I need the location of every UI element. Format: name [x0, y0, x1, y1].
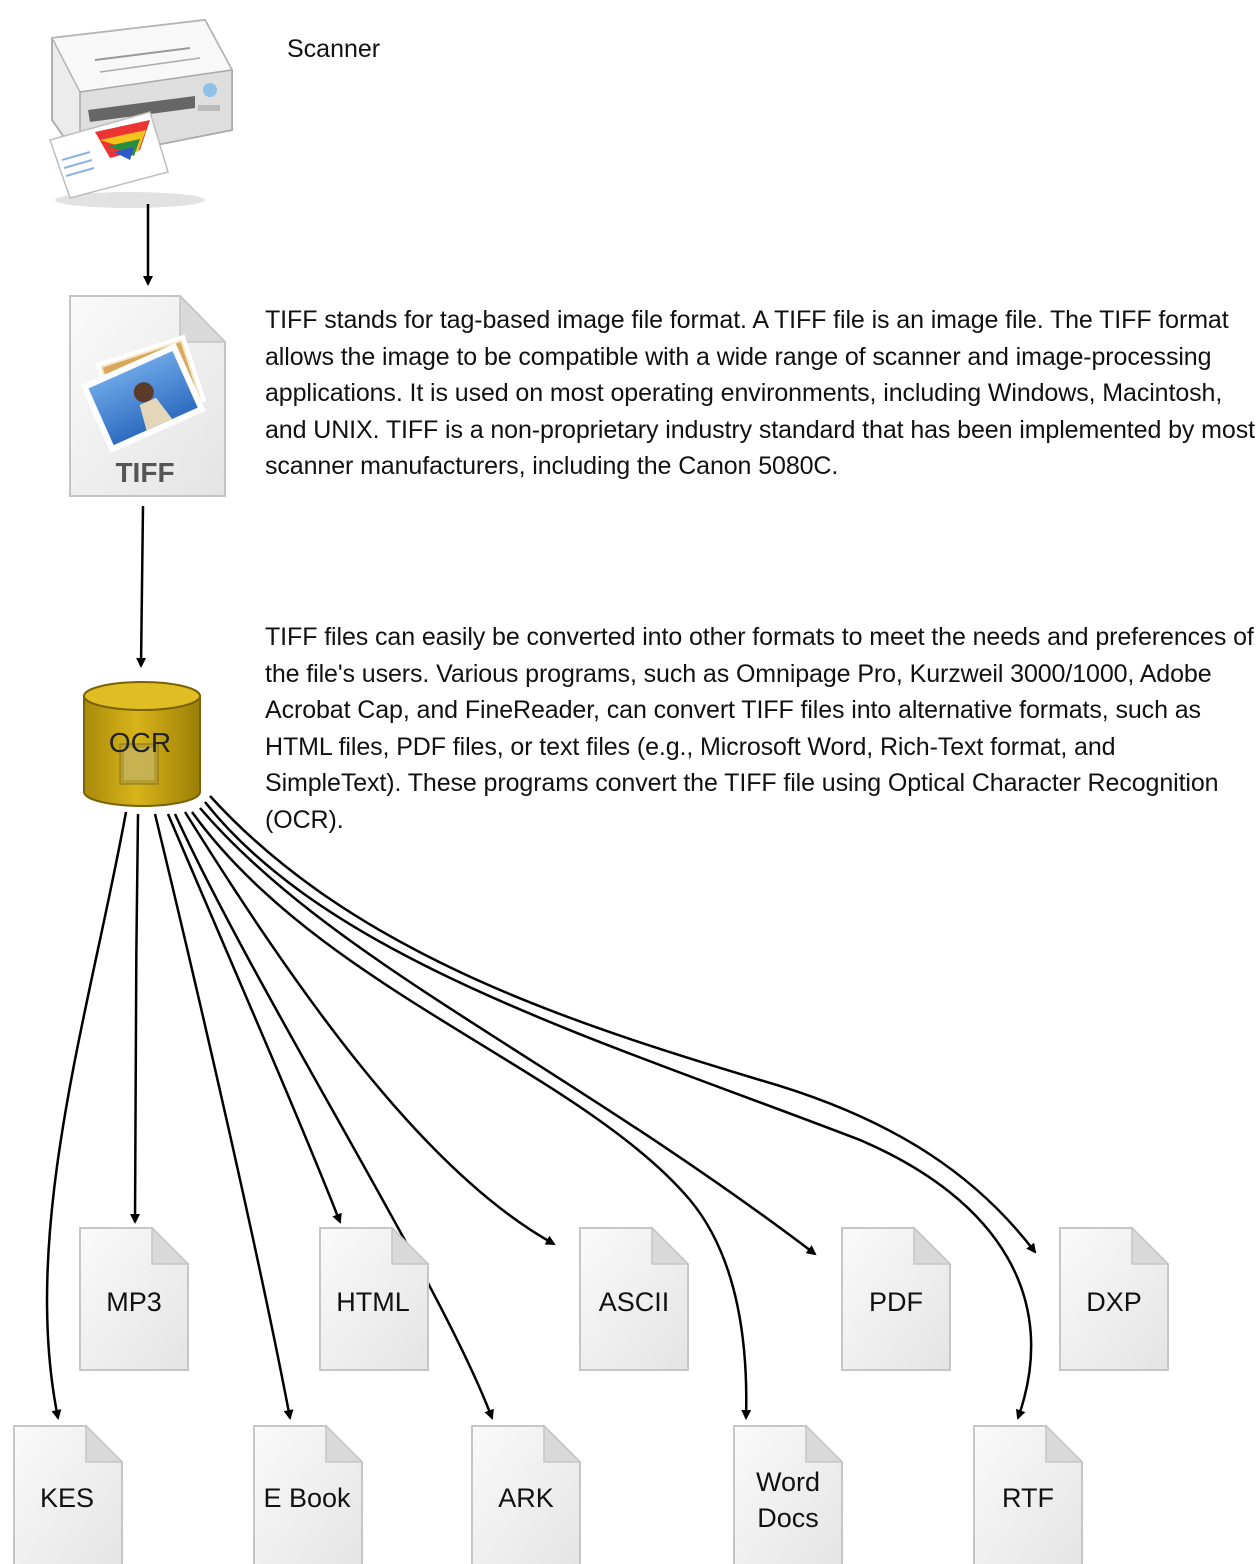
ocr-label: OCR [109, 727, 171, 758]
arrow-to-html [166, 813, 342, 1224]
doc-kes-icon [13, 1424, 124, 1564]
doc-ebook-icon [253, 1424, 364, 1564]
arrow-to-rtf [204, 801, 1033, 1420]
doc-label-html: HTML [336, 1287, 410, 1317]
doc-label-word-docs: Word Docs [755, 1467, 821, 1533]
arrow-tiff-to-ocr [136, 505, 147, 668]
tiff-description: TIFF stands for tag-based image file for… [265, 306, 1255, 480]
doc-dxp-icon [1059, 1226, 1170, 1371]
ocr-output-arrows [45, 795, 1037, 1420]
doc-label-pdf: PDF [869, 1287, 923, 1317]
ocr-description: TIFF files can easily be converted into … [265, 623, 1254, 834]
doc-label-dxp: DXP [1086, 1287, 1142, 1317]
arrow-to-mp3 [130, 813, 141, 1224]
arrow-to-kes [45, 811, 128, 1420]
doc-label-kes: KES [39, 1483, 95, 1513]
arrow-to-dxp [209, 795, 1037, 1254]
arrow-to-ascii [183, 811, 556, 1246]
doc-label-mp3: MP3 [106, 1287, 162, 1317]
scanner-label: Scanner [287, 35, 380, 63]
arrow-to-word-docs [190, 811, 752, 1420]
arrow-to-ark [173, 813, 494, 1420]
doc-label-rtf: RTF [1002, 1483, 1054, 1513]
tiff-file-icon [69, 294, 227, 497]
doc-label-ark: ARK [498, 1483, 554, 1513]
doc-label-ascii: ASCII [598, 1287, 670, 1317]
tiff-label: TIFF [115, 457, 174, 488]
scanner-icon [49, 18, 234, 208]
doc-ark-icon [471, 1424, 582, 1564]
doc-ascii-icon [579, 1226, 690, 1371]
doc-rtf-icon [973, 1424, 1084, 1564]
doc-pdf-icon [841, 1226, 952, 1371]
arrow-to-ebook [153, 813, 294, 1420]
database-cylinder-icon [83, 681, 201, 807]
arrow-to-pdf [199, 807, 817, 1256]
doc-label-ebook: E Book [263, 1483, 351, 1513]
doc-html-icon [319, 1226, 430, 1371]
doc-mp3-icon [79, 1226, 190, 1371]
doc-word-docs-icon [733, 1424, 844, 1564]
